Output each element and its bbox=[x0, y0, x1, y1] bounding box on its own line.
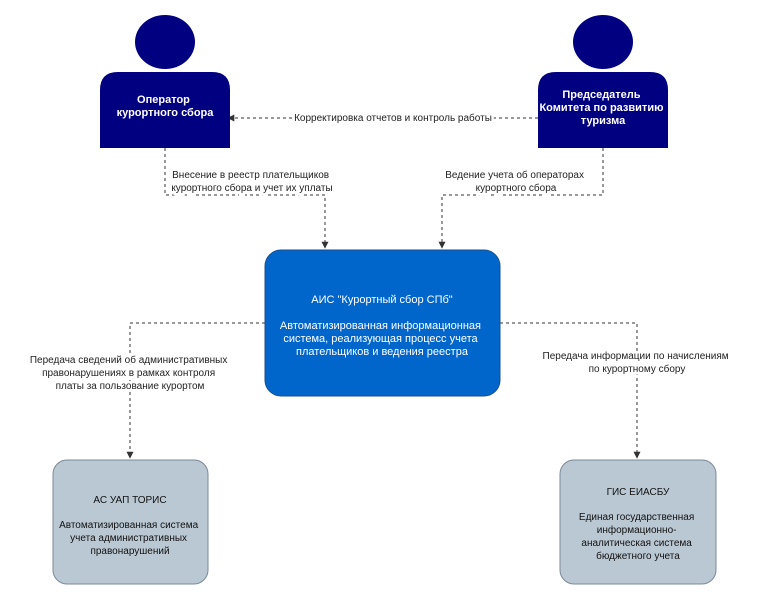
edge-chairman-to-operator: Корректировка отчетов и контроль работы bbox=[227, 110, 538, 127]
edge-label-register: Внесение в реестр плательщиков курортног… bbox=[171, 170, 332, 194]
external-gis-eiasbu[interactable]: ГИС ЕИАСБУ Единая государственная информ… bbox=[559, 459, 717, 585]
edge-chairman-to-system: Ведение учета об операторах курортного с… bbox=[438, 148, 604, 249]
edge-system-to-eiasbu: Передача информации по начислениям по ку… bbox=[500, 322, 732, 459]
system-description: Автоматизированная информационная систем… bbox=[280, 320, 484, 358]
toris-description: Автоматизированная система учета админис… bbox=[59, 520, 201, 557]
eiasbu-description: Единая государственная информационно- ан… bbox=[579, 512, 697, 562]
actor-chairman[interactable]: Председатель Комитета по развитию туризм… bbox=[538, 15, 668, 148]
edge-system-to-toris: Передача сведений об административных пр… bbox=[27, 322, 265, 459]
edge-label-violations: Передача сведений об административных пр… bbox=[30, 354, 230, 392]
toris-title: АС УАП ТОРИС bbox=[93, 495, 166, 506]
edge-label-accruals: Передача информации по начислениям по ку… bbox=[543, 350, 732, 375]
system-title: АИС "Курортный сбор СПб" bbox=[311, 294, 453, 306]
actor-operator[interactable]: Оператор курортного сбора bbox=[100, 15, 230, 148]
edge-operator-to-system: Внесение в реестр плательщиков курортног… bbox=[164, 148, 335, 249]
system-ais-resort-fee[interactable]: АИС "Курортный сбор СПб" Автоматизирован… bbox=[264, 249, 501, 397]
eiasbu-title: ГИС ЕИАСБУ bbox=[607, 487, 670, 498]
external-as-uap-toris[interactable]: АС УАП ТОРИС Автоматизированная система … bbox=[52, 459, 209, 585]
edge-label-correction: Корректировка отчетов и контроль работы bbox=[294, 112, 492, 124]
actor-operator-label: Оператор курортного сбора bbox=[117, 94, 215, 119]
person-icon bbox=[538, 15, 668, 148]
edge-label-operators-accounting: Ведение учета об операторах курортного с… bbox=[445, 169, 587, 194]
actor-chairman-label: Председатель Комитета по развитию туризм… bbox=[539, 89, 666, 127]
person-icon bbox=[100, 15, 230, 148]
